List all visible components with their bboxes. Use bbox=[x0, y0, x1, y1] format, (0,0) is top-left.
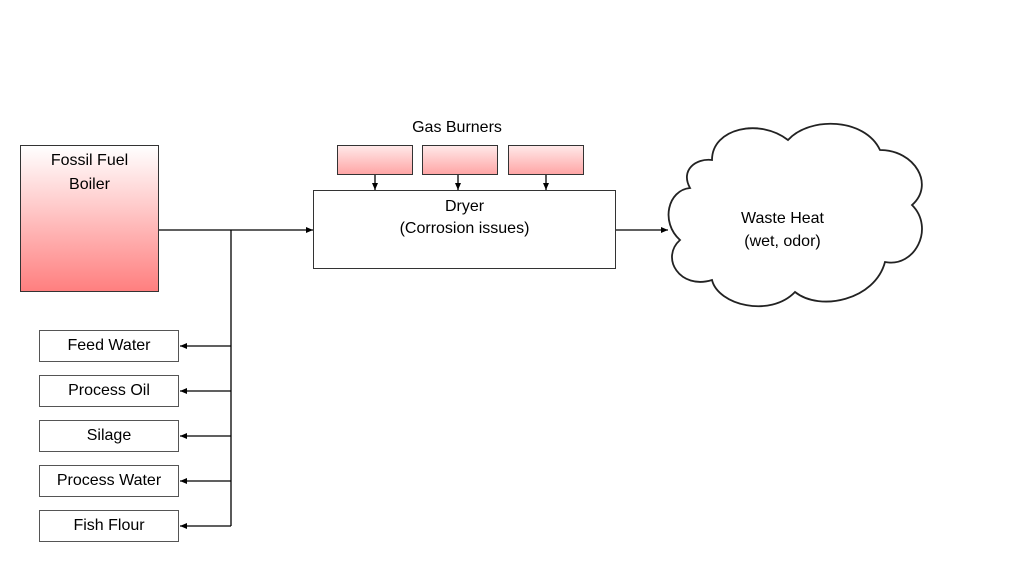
consumer-process-oil[interactable]: Process Oil bbox=[39, 375, 179, 407]
dryer-title: Dryer bbox=[444, 198, 485, 215]
fossil-fuel-boiler[interactable]: Fossil Fuel Boiler bbox=[20, 145, 159, 292]
gas-burner-1[interactable] bbox=[337, 145, 413, 175]
consumer-label: Process Water bbox=[56, 472, 162, 490]
waste-heat-label: Waste Heat (wet, odor) bbox=[700, 205, 865, 255]
consumer-process-water[interactable]: Process Water bbox=[39, 465, 179, 497]
waste-heat-title: Waste Heat bbox=[741, 209, 824, 227]
consumer-label: Process Oil bbox=[68, 382, 150, 400]
waste-heat-note: (wet, odor) bbox=[744, 233, 821, 250]
consumer-label: Silage bbox=[86, 427, 132, 445]
consumer-feed-water[interactable]: Feed Water bbox=[39, 330, 179, 362]
dryer-note: (Corrosion issues) bbox=[399, 220, 530, 238]
consumer-silage[interactable]: Silage bbox=[39, 420, 179, 452]
gas-burner-2[interactable] bbox=[422, 145, 498, 175]
dryer-box[interactable]: Dryer (Corrosion issues) bbox=[313, 190, 616, 269]
consumer-label: Feed Water bbox=[67, 337, 151, 355]
consumer-label: Fish Flour bbox=[73, 517, 145, 535]
gas-burner-3[interactable] bbox=[508, 145, 584, 175]
consumer-fish-flour[interactable]: Fish Flour bbox=[39, 510, 179, 542]
gas-burners-title: Gas Burners bbox=[412, 119, 502, 137]
waste-heat-cloud bbox=[667, 122, 923, 308]
boiler-label-line-2: Boiler bbox=[69, 176, 110, 193]
boiler-label-line-1: Fossil Fuel bbox=[50, 152, 129, 169]
